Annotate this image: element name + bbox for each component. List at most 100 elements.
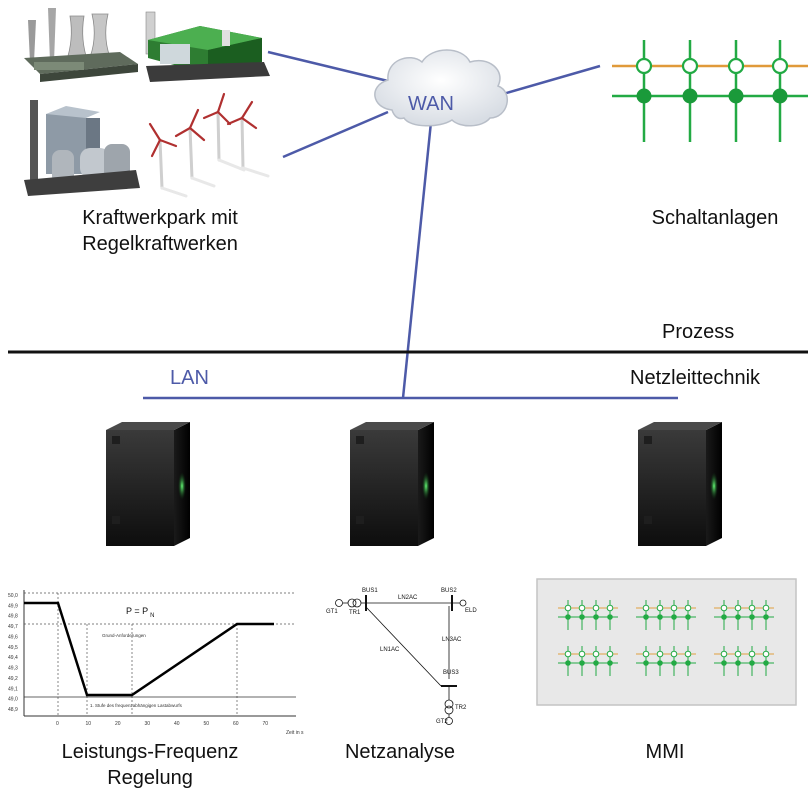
mmi-closed-breaker <box>593 614 599 620</box>
lfc-y-tick-label: 49,6 <box>8 634 18 640</box>
mmi-closed-breaker <box>643 660 649 666</box>
mmi-closed-breaker <box>657 660 663 666</box>
net-schematic: GT1 TR1 BUS1 LN2AC BUS2 ELD LN1AC LN3AC … <box>326 588 477 725</box>
lfc-y-tick-label: 48,9 <box>8 707 18 713</box>
mmi-open-breaker <box>720 650 728 658</box>
lfc-formula-sub: N <box>150 613 154 619</box>
mmi-substation-cell <box>714 600 774 630</box>
mmi-closed-breaker <box>607 660 613 666</box>
wan-lan-uplink <box>401 121 433 399</box>
mmi-closed-breaker <box>763 614 769 620</box>
mmi-closed-breaker <box>657 614 663 620</box>
lfc-x-tick-label: 60 <box>233 721 239 727</box>
lfc-chart: 50,049,949,849,749,649,549,449,349,249,1… <box>8 590 304 736</box>
label-bus3: BUS3 <box>443 670 459 676</box>
lfc-note-top: Grund-Anforderungen <box>102 633 146 638</box>
mmi-screen <box>536 578 797 706</box>
lfc-y-tick-label: 49,4 <box>8 655 18 661</box>
wan-link-plant-top <box>267 50 393 84</box>
mmi-substation-grid <box>558 600 774 676</box>
lfc-y-tick-label: 49,7 <box>8 624 18 630</box>
mmi-closed-breaker <box>721 660 727 666</box>
mmi-open-breaker <box>684 604 692 612</box>
mmi-closed-breaker <box>721 614 727 620</box>
plant-label-line2: Regelkraftwerken <box>82 233 238 255</box>
line-ln1ac <box>365 606 442 687</box>
mmi-closed-breaker <box>671 614 677 620</box>
mmi-open-breaker <box>578 604 586 612</box>
lfc-y-tick-label: 49,5 <box>8 645 18 651</box>
mmi-open-breaker <box>564 650 572 658</box>
app-label-mmi: MMI <box>645 741 685 763</box>
plant-label-line1: Kraftwerkpark mit <box>82 207 238 229</box>
label-eld: ELD <box>465 608 477 614</box>
zone-label-control: Netzleittechnik <box>630 367 761 389</box>
label-tr2: TR2 <box>455 705 467 711</box>
label-ln2ac: LN2AC <box>398 595 418 601</box>
wan-cloud-icon <box>374 49 508 127</box>
mmi-closed-breaker <box>643 614 649 620</box>
lfc-frequency-curve <box>24 601 274 697</box>
mmi-open-breaker <box>656 604 664 612</box>
coal-plant-icon <box>24 8 138 82</box>
label-ln1ac: LN1AC <box>380 647 400 653</box>
mmi-open-breaker <box>592 650 600 658</box>
transformer-tr1-icon-a <box>347 598 357 608</box>
lfc-y-tick-label: 50,0 <box>8 593 18 599</box>
label-bus2: BUS2 <box>441 588 457 594</box>
lfc-y-tick-label: 49,0 <box>8 697 18 703</box>
mmi-open-breaker <box>656 650 664 658</box>
label-ln3ac: LN3AC <box>442 637 462 643</box>
mmi-closed-breaker <box>685 614 691 620</box>
mmi-open-breaker <box>670 650 678 658</box>
transformer-tr2-icon-a <box>444 699 454 709</box>
mmi-substation-cell <box>636 646 696 676</box>
generator-gt1-icon <box>335 599 343 607</box>
power-plant-illustration <box>24 8 270 198</box>
mmi-closed-breaker <box>607 614 613 620</box>
mmi-open-breaker <box>734 604 742 612</box>
transformer-tr1-icon-b <box>352 598 362 608</box>
mmi-open-breaker <box>564 604 572 612</box>
mmi-closed-breaker <box>565 614 571 620</box>
load-eld-icon <box>459 599 467 607</box>
mmi-open-breaker <box>578 650 586 658</box>
label-bus1: BUS1 <box>362 588 378 594</box>
mmi-open-breaker <box>762 650 770 658</box>
label-gt2: GT2 <box>436 719 448 725</box>
zone-label-process: Prozess <box>662 321 735 343</box>
mmi-substation-cell <box>714 646 774 676</box>
lfc-y-tick-label: 49,2 <box>8 676 18 682</box>
mmi-open-breaker <box>642 650 650 658</box>
lfc-x-tick-label: 30 <box>145 721 151 727</box>
mmi-substation-cell <box>636 600 696 630</box>
mmi-closed-breaker <box>749 614 755 620</box>
mmi-open-breaker <box>762 604 770 612</box>
mmi-closed-breaker <box>749 660 755 666</box>
lfc-note-bottom: 1. Stufe des frequenzabhängigen Lastabwu… <box>90 703 183 708</box>
app-label-lfc-line1: Leistungs-Frequenz <box>61 741 239 763</box>
mmi-open-breaker <box>734 650 742 658</box>
mmi-closed-breaker <box>763 660 769 666</box>
server-icon-right <box>638 422 722 546</box>
lfc-x-tick-label: 70 <box>263 721 269 727</box>
mmi-closed-breaker <box>579 660 585 666</box>
generator-gt2-icon <box>445 717 453 725</box>
lfc-y-ticks: 50,049,949,849,749,649,549,449,349,249,1… <box>8 593 18 713</box>
lfc-x-axis-title: Zeit in s <box>286 730 304 736</box>
mmi-open-breaker <box>748 650 756 658</box>
label-tr1: TR1 <box>349 610 361 616</box>
mmi-open-breaker <box>670 604 678 612</box>
mmi-open-breaker <box>720 604 728 612</box>
lfc-x-tick-label: 0 <box>56 721 59 727</box>
server-icon-left <box>106 422 190 546</box>
lan-label: LAN <box>170 367 209 389</box>
wan-link-plant-bottom <box>282 110 389 159</box>
mmi-closed-breaker <box>593 660 599 666</box>
mmi-open-breaker <box>592 604 600 612</box>
lfc-y-tick-label: 49,8 <box>8 614 18 620</box>
mmi-open-breaker <box>642 604 650 612</box>
